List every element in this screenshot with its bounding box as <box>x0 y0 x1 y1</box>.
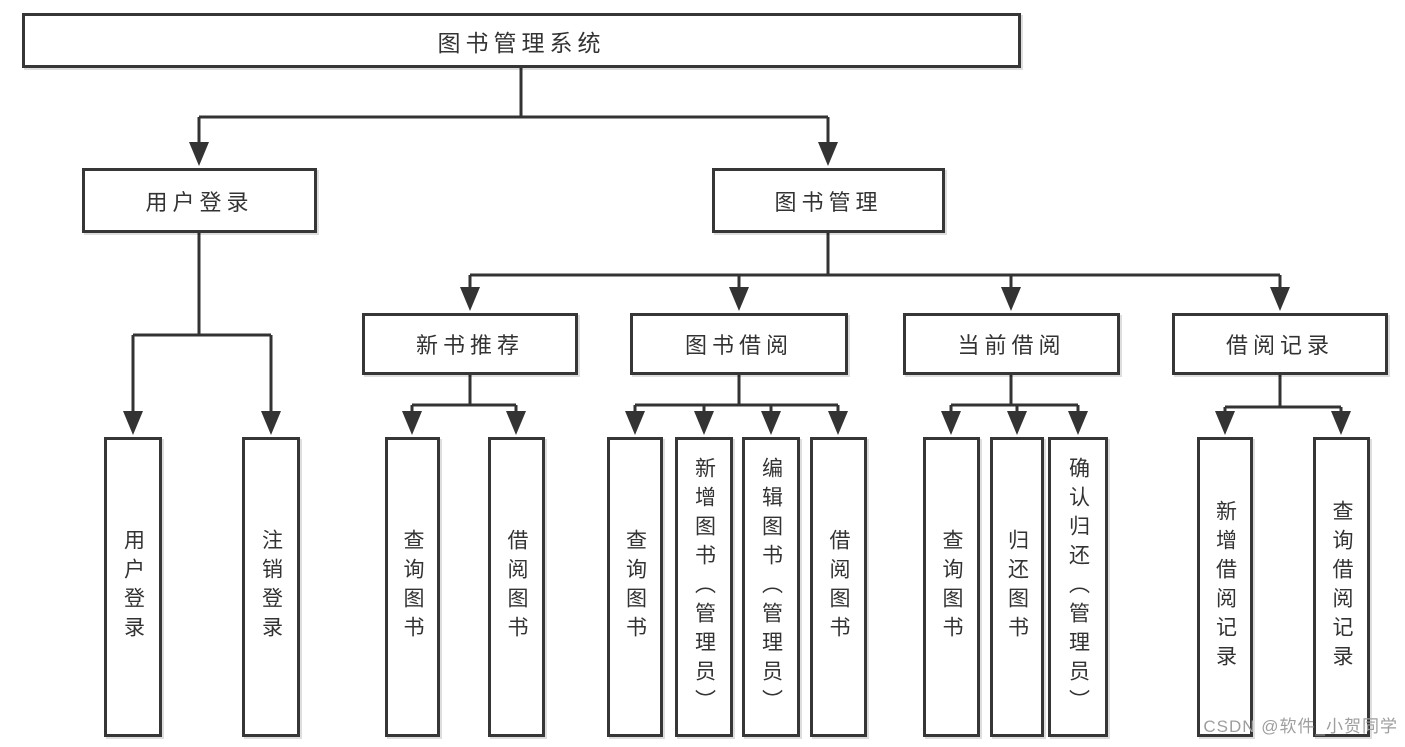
node-current-borrow: 当前借阅 <box>903 313 1120 375</box>
connector-path <box>131 68 1343 415</box>
node-borrow-book-leaf: 借阅图书 <box>810 437 867 737</box>
csdn-watermark: CSDN @软件_小贺同学 <box>1203 717 1398 736</box>
node-logout-leaf: 注销登录 <box>242 437 300 737</box>
node-book-management: 图书管理 <box>712 168 945 233</box>
node-user-login-leaf: 用户登录 <box>104 437 162 737</box>
node-library-system: 图书管理系统 <box>22 13 1021 68</box>
node-borrow-book-recommend: 借阅图书 <box>488 437 545 737</box>
node-confirm-return-admin: 确认归还（管理员） <box>1048 437 1108 737</box>
node-add-book-admin: 新增图书（管理员） <box>675 437 733 737</box>
node-query-books-borrow: 查询图书 <box>607 437 663 737</box>
node-query-borrow-record: 查询借阅记录 <box>1313 437 1370 737</box>
node-user-login: 用户登录 <box>82 168 317 233</box>
node-query-books-current: 查询图书 <box>923 437 980 737</box>
node-query-books-recommend: 查询图书 <box>385 437 440 737</box>
arrowheads <box>123 142 1351 435</box>
node-borrow-records: 借阅记录 <box>1172 313 1388 375</box>
node-book-borrow: 图书借阅 <box>630 313 848 375</box>
node-edit-book-admin: 编辑图书（管理员） <box>742 437 800 737</box>
node-new-book-recommend: 新书推荐 <box>362 313 578 375</box>
node-add-borrow-record: 新增借阅记录 <box>1197 437 1253 737</box>
node-return-book: 归还图书 <box>990 437 1044 737</box>
